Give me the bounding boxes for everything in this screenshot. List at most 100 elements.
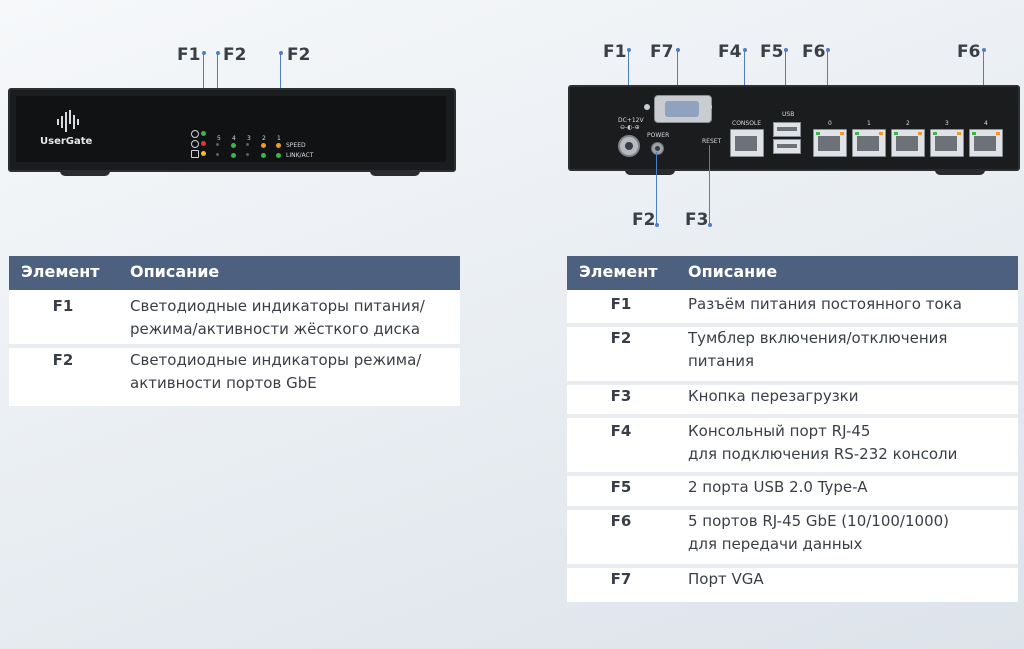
header-element: Элемент (21, 262, 100, 281)
front-table-header: Элемент Описание (9, 256, 460, 290)
leader-line (677, 50, 678, 95)
speed-label: SPEED (286, 142, 306, 149)
leader-line (628, 50, 629, 112)
front-logo-text: UserGate (40, 136, 93, 147)
rear-device-body: DC+12V ⊖-◐-⊕ POWER RESET CONSOLE USB 0 (568, 85, 1020, 171)
row-desc-line2: для подключения RS-232 консоли (688, 445, 958, 463)
device-foot (60, 170, 110, 176)
eth-port-number: 3 (945, 120, 949, 127)
row-desc-line2: питания (688, 352, 755, 370)
power-switch[interactable] (651, 142, 664, 155)
table-row: F1 Разъём питания постоянного тока (567, 290, 1018, 324)
row-desc-line1: Тумблер включения/отключения (688, 329, 948, 347)
power-led (201, 131, 206, 136)
front-port-number: 4 (232, 135, 236, 142)
front-port-number: 5 (217, 135, 221, 142)
vga-screw (706, 104, 712, 110)
row-desc-line1: Разъём питания постоянного тока (688, 295, 962, 313)
device-foot (370, 170, 420, 176)
row-separator (9, 344, 460, 348)
link-led (276, 153, 281, 158)
leader-line (709, 145, 710, 224)
rear-callout-f2: F2 (632, 210, 656, 230)
speed-led (246, 143, 249, 146)
leader-dot (676, 48, 680, 52)
reset-label: RESET (702, 138, 722, 145)
console-label: CONSOLE (732, 120, 762, 127)
table-row: F3 Кнопка перезагрузки (567, 385, 1018, 415)
speed-led (261, 143, 266, 148)
row-desc-line1: Кнопка перезагрузки (688, 387, 859, 405)
row-code: F1 (52, 297, 74, 315)
ethernet-port[interactable] (891, 129, 925, 157)
leader-dot (826, 48, 830, 52)
table-row: F2 Тумблер включения/отключения питания (567, 327, 1018, 381)
eth-port-number: 0 (828, 120, 832, 127)
header-description: Описание (130, 262, 220, 281)
row-desc-line1: Порт VGA (688, 570, 764, 588)
row-desc-line1: Светодиодные индикаторы режима/ (130, 351, 422, 369)
link-led (216, 153, 219, 156)
rear-callout-f5: F5 (760, 42, 784, 62)
row-desc-line1: 5 портов RJ-45 GbE (10/100/1000) (688, 512, 950, 530)
speed-led (216, 143, 219, 146)
row-code: F5 (610, 478, 632, 496)
power-label: POWER (647, 132, 670, 139)
front-callout-f2-b: F2 (287, 45, 311, 65)
leader-line (656, 152, 657, 224)
speed-led (231, 143, 236, 148)
leader-dot (708, 223, 712, 227)
row-code: F3 (610, 387, 632, 405)
vga-screw (644, 104, 650, 110)
disk-led (201, 151, 206, 156)
eth-port-number: 4 (984, 120, 988, 127)
ethernet-port[interactable] (852, 129, 886, 157)
leader-dot (655, 223, 659, 227)
rear-callout-f6-a: F6 (802, 42, 826, 62)
link-led (231, 153, 236, 158)
rear-callout-f7: F7 (650, 42, 674, 62)
rear-table: Элемент Описание F1 Разъём питания посто… (567, 256, 1018, 602)
front-port-number: 3 (247, 135, 251, 142)
row-code: F2 (610, 329, 632, 347)
row-separator (567, 323, 1018, 327)
row-code: F4 (610, 422, 632, 440)
vga-port[interactable] (654, 95, 712, 123)
front-callout-f1: F1 (177, 45, 201, 65)
usb-port[interactable] (773, 122, 801, 137)
mode-status-icon (191, 140, 199, 148)
link-label: LINK/ACT (286, 152, 314, 159)
row-separator (567, 381, 1018, 385)
disk-status-icon (191, 150, 199, 158)
eth-port-number: 2 (906, 120, 910, 127)
power-status-icon (191, 130, 199, 138)
header-element: Элемент (579, 262, 658, 281)
row-code: F6 (610, 512, 632, 530)
ethernet-port[interactable] (969, 129, 1003, 157)
speed-led (276, 143, 281, 148)
rear-callout-f1: F1 (603, 42, 627, 62)
ethernet-port[interactable] (813, 129, 847, 157)
rear-table-header: Элемент Описание (567, 256, 1018, 290)
leader-dot (784, 48, 788, 52)
row-code: F2 (52, 351, 74, 369)
front-device-body: UserGate 5 4 3 2 1 SPEED LINK/ACT (8, 88, 456, 172)
table-row: F4 Консольный порт RJ-45 для подключения… (567, 418, 1018, 472)
front-port-number: 1 (277, 135, 281, 142)
row-separator (567, 414, 1018, 418)
dc-polarity-icon: ⊖-◐-⊕ (620, 124, 640, 131)
header-description: Описание (688, 262, 778, 281)
row-separator (567, 472, 1018, 476)
row-desc-line2: режима/активности жёсткого диска (130, 320, 421, 338)
table-row: F6 5 портов RJ-45 GbE (10/100/1000) для … (567, 510, 1018, 566)
row-desc-line2: активности портов GbE (130, 374, 317, 392)
usergate-logo-icon (57, 110, 79, 132)
table-row: F2 Светодиодные индикаторы режима/ актив… (9, 348, 460, 404)
usb-port[interactable] (773, 139, 801, 154)
usb-label: USB (782, 111, 795, 118)
console-port[interactable] (730, 129, 764, 157)
row-desc-line2: для передачи данных (688, 535, 863, 553)
front-port-number: 2 (262, 135, 266, 142)
ethernet-port[interactable] (930, 129, 964, 157)
table-row: F1 Светодиодные индикаторы питания/ режи… (9, 290, 460, 346)
